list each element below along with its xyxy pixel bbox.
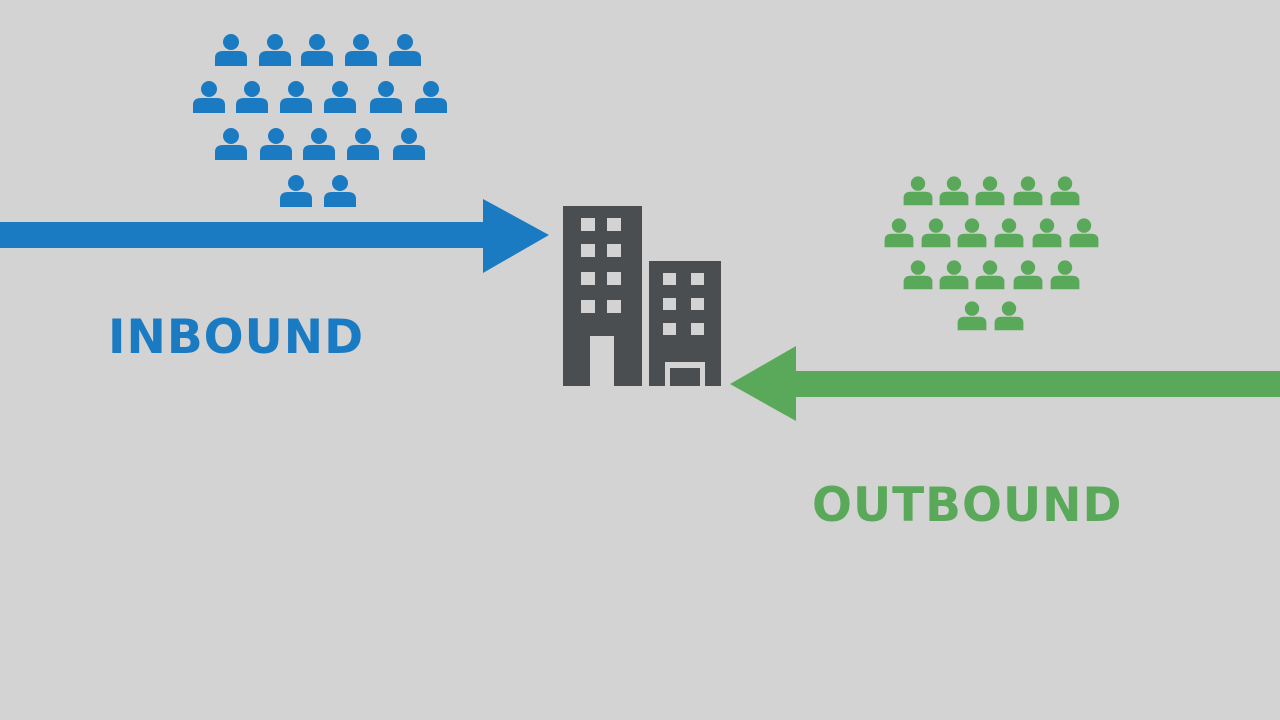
person-icon <box>921 218 951 248</box>
person-icon <box>324 175 356 207</box>
person-icon <box>903 176 933 206</box>
person-icon <box>1013 176 1043 206</box>
person-icon <box>939 176 969 206</box>
outbound-people-group <box>884 176 1099 331</box>
person-icon <box>215 128 247 160</box>
person-icon <box>393 128 425 160</box>
person-icon <box>1050 260 1080 290</box>
person-icon <box>975 176 1005 206</box>
outbound-label: OUTBOUND <box>812 478 1123 533</box>
person-icon <box>957 301 987 331</box>
person-icon <box>903 260 933 290</box>
person-icon <box>280 175 312 207</box>
person-icon <box>260 128 292 160</box>
person-icon <box>370 81 402 113</box>
person-icon <box>884 218 914 248</box>
person-icon <box>1032 218 1062 248</box>
inbound-label: INBOUND <box>108 310 365 365</box>
person-icon <box>259 34 291 66</box>
person-icon <box>957 218 987 248</box>
person-icon <box>345 34 377 66</box>
person-icon <box>215 34 247 66</box>
person-icon <box>303 128 335 160</box>
person-icon <box>324 81 356 113</box>
inbound-arrow <box>0 199 549 273</box>
person-icon <box>1069 218 1099 248</box>
inbound-people-group <box>193 34 447 207</box>
person-icon <box>994 218 1024 248</box>
person-icon <box>193 81 225 113</box>
person-icon <box>994 301 1024 331</box>
person-icon <box>301 34 333 66</box>
person-icon <box>939 260 969 290</box>
person-icon <box>236 81 268 113</box>
person-icon <box>975 260 1005 290</box>
person-icon <box>1050 176 1080 206</box>
person-icon <box>415 81 447 113</box>
person-icon <box>1013 260 1043 290</box>
person-icon <box>389 34 421 66</box>
person-icon <box>280 81 312 113</box>
arrow-left-icon <box>730 346 796 421</box>
outbound-arrow <box>730 346 1280 421</box>
office-building-icon <box>563 206 721 386</box>
arrow-right-icon <box>483 199 549 273</box>
person-icon <box>347 128 379 160</box>
